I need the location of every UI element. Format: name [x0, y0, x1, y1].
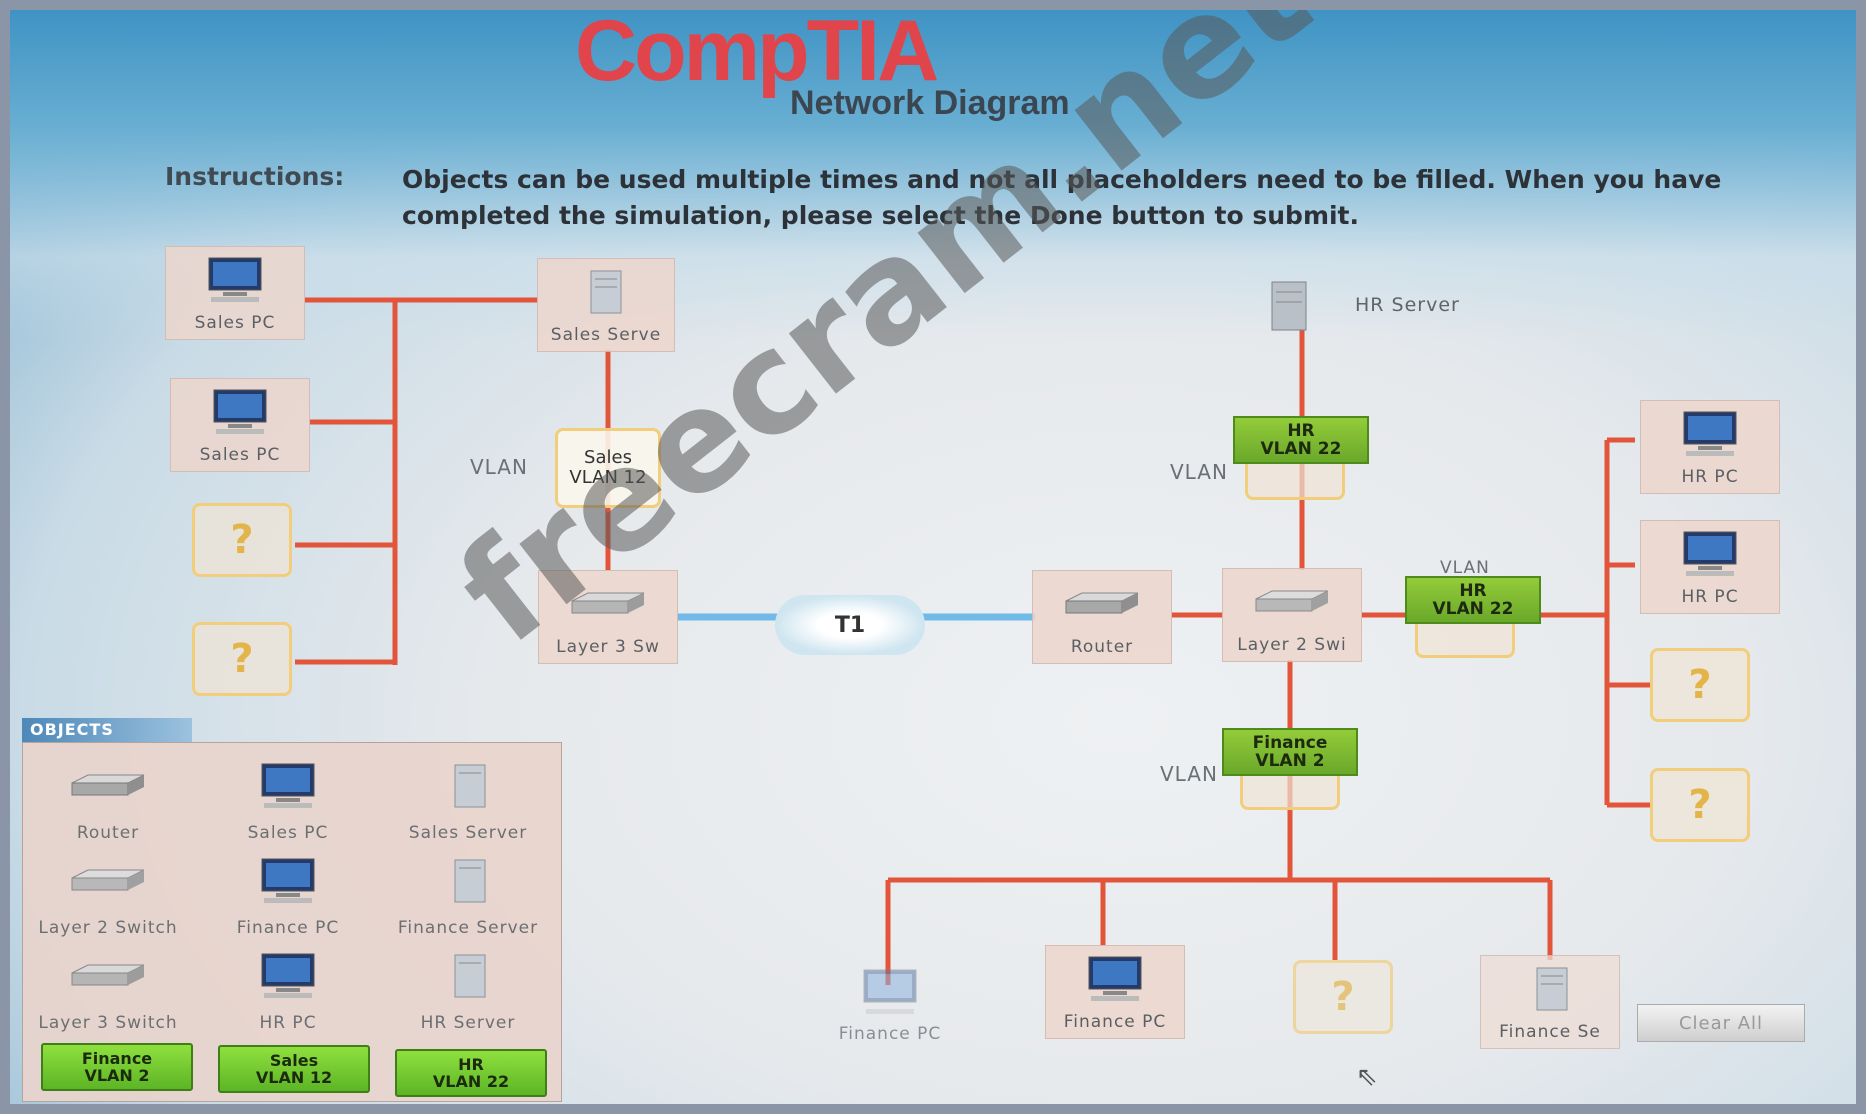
pc-icon [256, 748, 320, 823]
pc-icon [203, 247, 267, 313]
object-finance-vlan[interactable]: Finance VLAN 2 [41, 1043, 193, 1091]
simulation-stage: CompTIA Network Diagram Instructions: Ob… [10, 10, 1856, 1104]
sales-vlan-placeholder[interactable]: Sales VLAN 12 [555, 428, 661, 508]
mouse-cursor-icon: ⇖ [1356, 1062, 1378, 1092]
hr-vlan-label-right: VLAN [1440, 558, 1490, 578]
finance-vlan-label: VLAN [1160, 762, 1218, 786]
finance-pc-node-1[interactable]: Finance PC [815, 968, 965, 1068]
object-layer2-switch[interactable]: Layer 2 Switch [23, 843, 193, 938]
hr-vlan-tag-right[interactable]: HR VLAN 22 [1405, 576, 1541, 624]
pc-icon [256, 843, 320, 918]
server-icon [443, 748, 493, 823]
object-hr-vlan[interactable]: HR VLAN 22 [395, 1049, 547, 1097]
comptia-logo: CompTIA [575, 10, 939, 99]
switch-icon [68, 938, 148, 1013]
placeholder-hr-3[interactable]: ? [1650, 648, 1750, 722]
server-icon [443, 938, 493, 1013]
sales-pc-node-1[interactable]: Sales PC [165, 246, 305, 340]
object-router[interactable]: Router [23, 748, 193, 843]
object-sales-pc[interactable]: Sales PC [203, 748, 373, 843]
object-layer3-switch[interactable]: Layer 3 Switch [23, 938, 193, 1033]
pc-icon [1083, 946, 1147, 1012]
layer2-switch-node[interactable]: Layer 2 Swi [1222, 568, 1362, 662]
object-sales-vlan[interactable]: Sales VLAN 12 [218, 1045, 370, 1093]
hr-server-label: HR Server [1355, 294, 1460, 316]
pc-icon [256, 938, 320, 1013]
router-icon [68, 748, 148, 823]
pc-icon [208, 379, 272, 445]
server-icon [1260, 278, 1330, 338]
placeholder-sales-4[interactable]: ? [192, 622, 292, 696]
switch-icon [568, 571, 648, 637]
instructions-text: Objects can be used multiple times and n… [402, 165, 1722, 230]
object-hr-server[interactable]: HR Server [383, 938, 553, 1033]
object-finance-server[interactable]: Finance Server [383, 843, 553, 938]
server-icon [443, 843, 493, 918]
switch-icon [1252, 569, 1332, 635]
sales-pc-node-2[interactable]: Sales PC [170, 378, 310, 472]
sky-background [10, 10, 1856, 340]
instructions-label: Instructions: [165, 162, 345, 191]
router-node[interactable]: Router [1032, 570, 1172, 664]
placeholder-finance-3[interactable]: ? [1293, 960, 1393, 1034]
hr-server-node[interactable] [1260, 278, 1330, 338]
server-icon [1525, 956, 1575, 1022]
hr-vlan-label-top: VLAN [1170, 460, 1228, 484]
sales-server-node[interactable]: Sales Serve [537, 258, 675, 352]
pc-icon [1678, 401, 1742, 467]
object-sales-server[interactable]: Sales Server [383, 748, 553, 843]
finance-server-node[interactable]: Finance Se [1480, 955, 1620, 1049]
objects-tab: OBJECTS [22, 718, 192, 742]
page-title: Network Diagram [790, 84, 1070, 122]
finance-pc-node-2[interactable]: Finance PC [1045, 945, 1185, 1039]
layer3-switch-node[interactable]: Layer 3 Sw [538, 570, 678, 664]
router-icon [1062, 571, 1142, 637]
object-hr-pc[interactable]: HR PC [203, 938, 373, 1033]
objects-panel: Router Sales PC Sales Server Layer 2 Swi… [22, 742, 562, 1102]
object-finance-pc[interactable]: Finance PC [203, 843, 373, 938]
hr-pc-node-1[interactable]: HR PC [1640, 400, 1780, 494]
clear-all-button[interactable]: Clear All [1637, 1004, 1805, 1042]
hr-vlan-tag-top[interactable]: HR VLAN 22 [1233, 416, 1369, 464]
pc-icon [858, 968, 922, 1020]
switch-icon [68, 843, 148, 918]
hr-pc-node-2[interactable]: HR PC [1640, 520, 1780, 614]
sales-vlan-label: VLAN [470, 455, 528, 479]
server-icon [581, 259, 631, 325]
t1-cloud: T1 [775, 595, 925, 655]
placeholder-hr-4[interactable]: ? [1650, 768, 1750, 842]
finance-vlan-tag[interactable]: Finance VLAN 2 [1222, 728, 1358, 776]
pc-icon [1678, 521, 1742, 587]
placeholder-sales-3[interactable]: ? [192, 503, 292, 577]
